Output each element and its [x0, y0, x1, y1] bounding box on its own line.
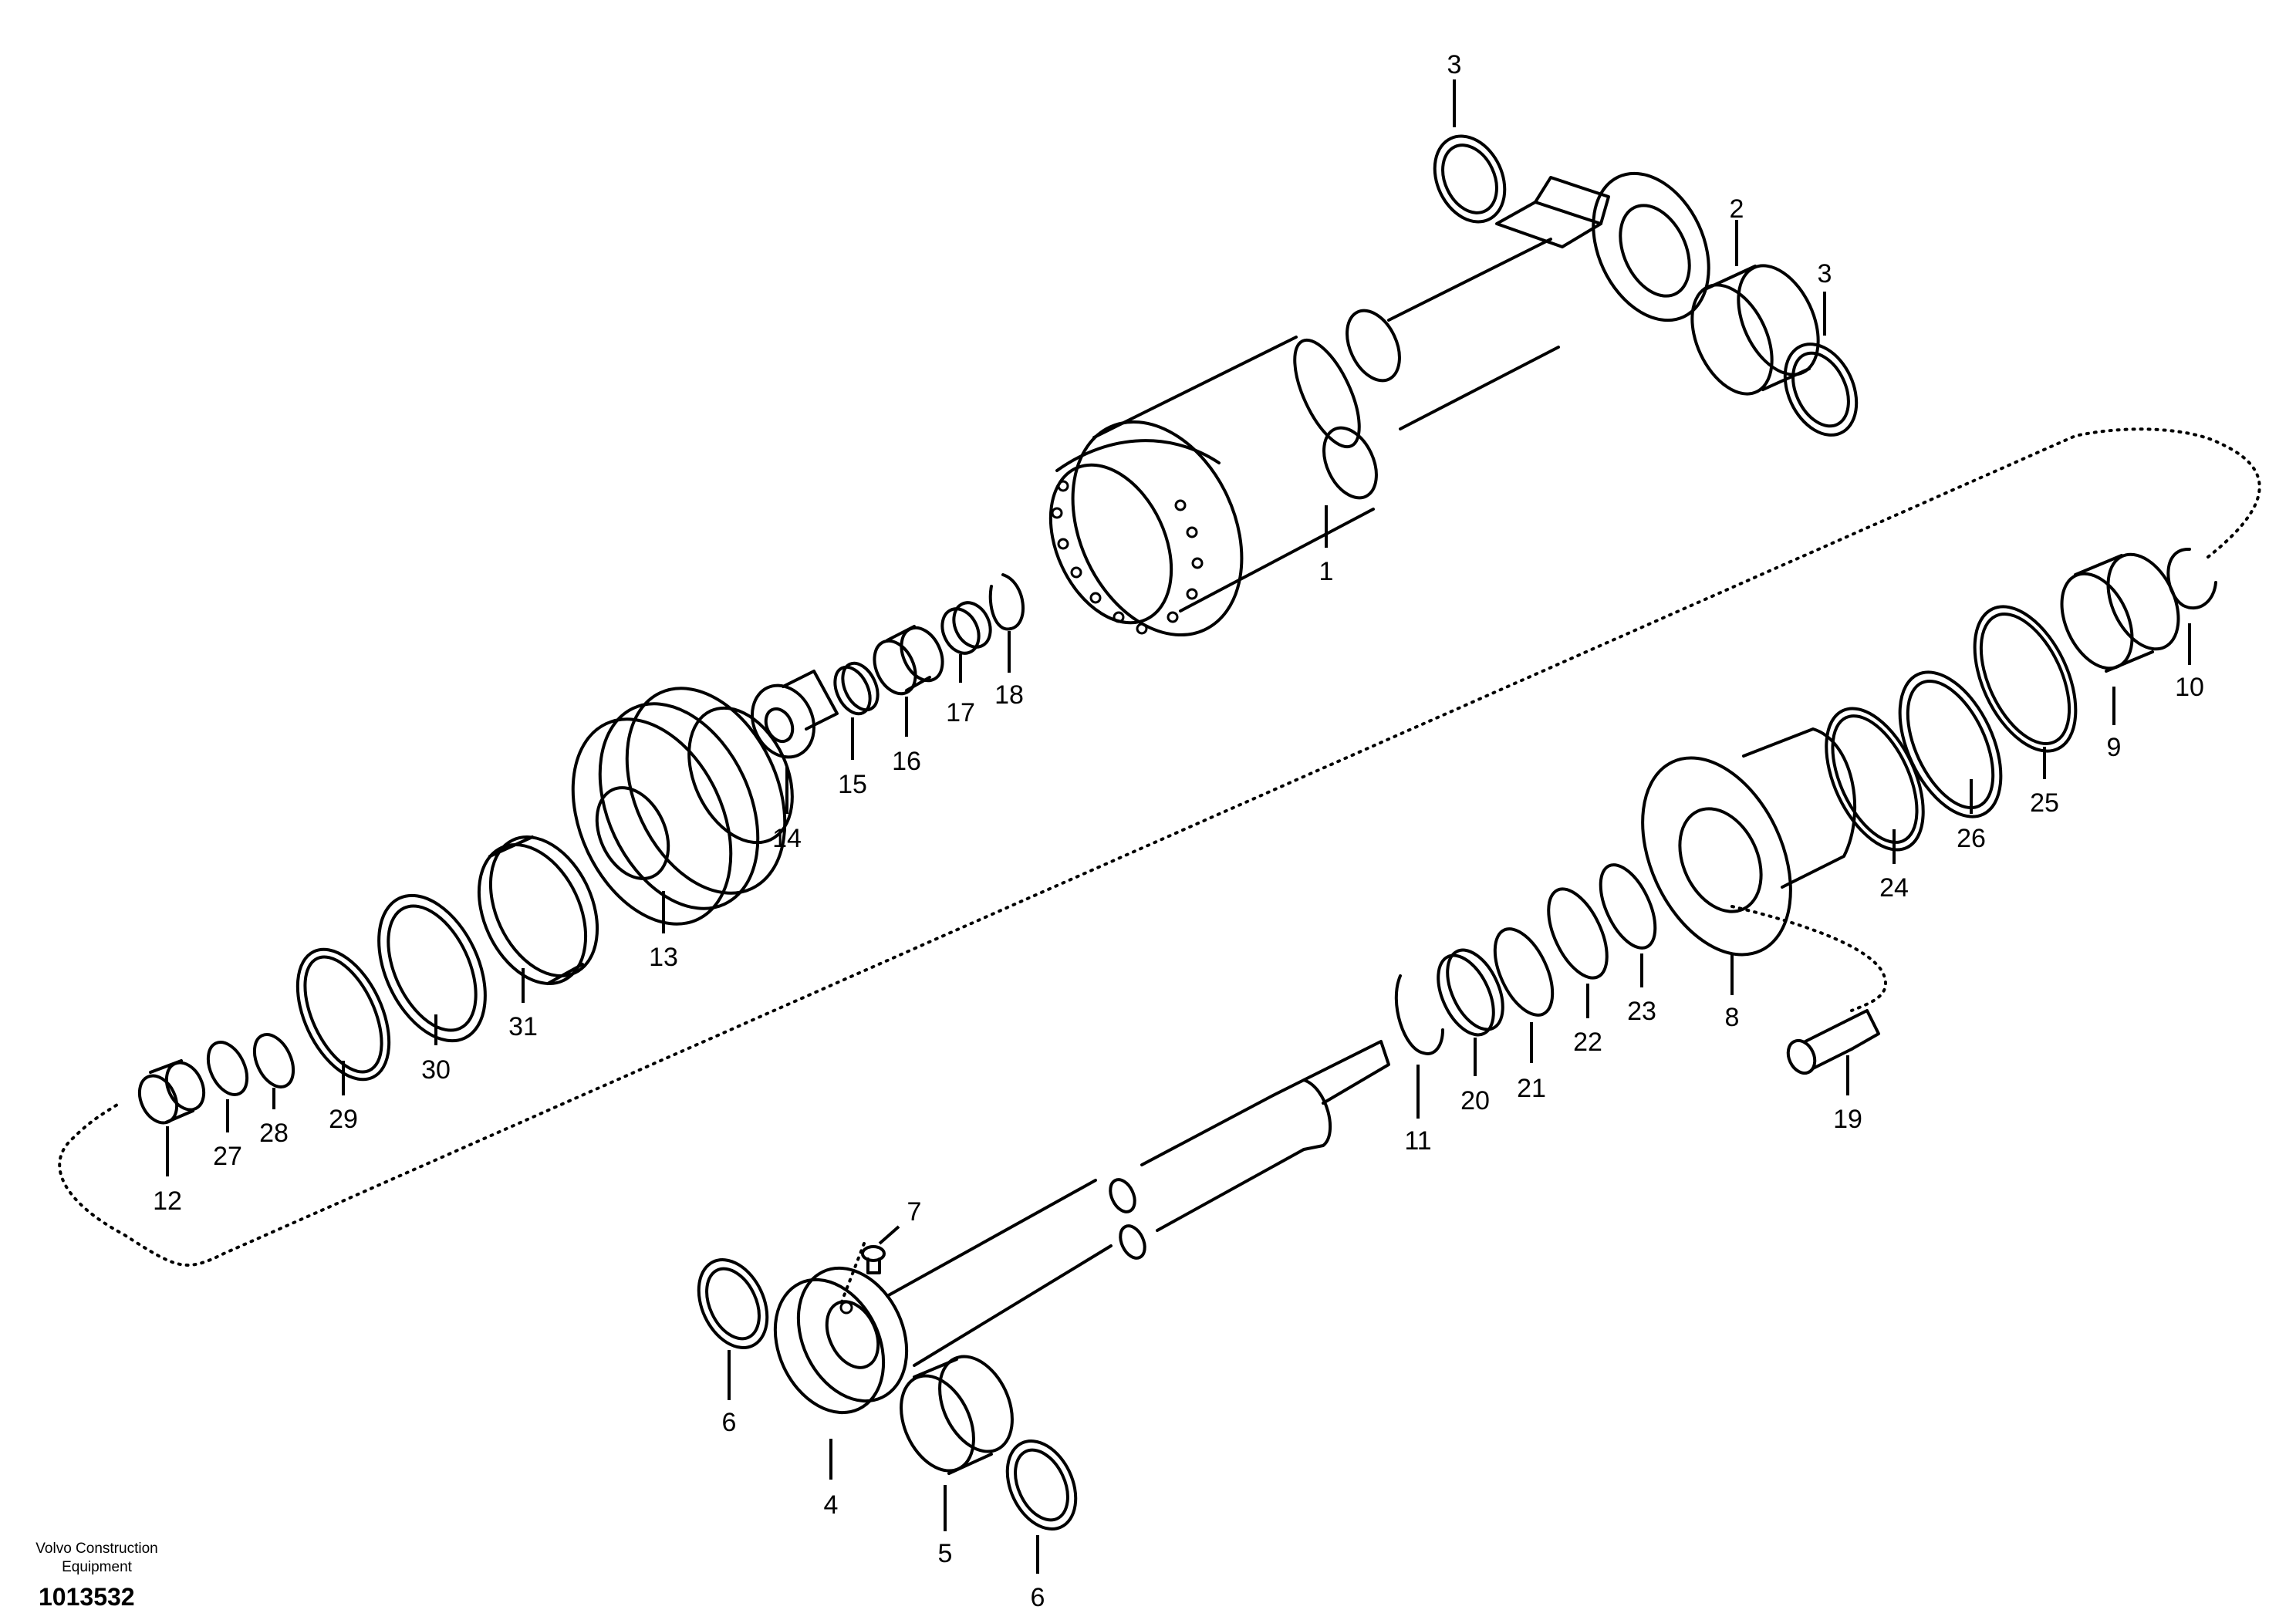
label-part-2: 2: [1730, 194, 1744, 224]
seal-25: [1973, 605, 2078, 753]
leader-lines: [166, 79, 2191, 1574]
hex-bolt: [1786, 1009, 1880, 1075]
company-name-line-2: Equipment: [62, 1559, 132, 1575]
label-part-16: 16: [892, 747, 921, 776]
ring-20: [1437, 948, 1504, 1037]
label-part-20: 20: [1460, 1086, 1490, 1115]
label-part-8: 8: [1725, 1003, 1740, 1032]
label-part-17: 17: [946, 698, 975, 727]
label-part-11: 11: [1404, 1126, 1431, 1156]
seal-ring-top-a: [1433, 134, 1507, 224]
cylinder-tube: [1048, 171, 1710, 637]
bushing-9: [2060, 552, 2180, 673]
bushing-top: [1690, 264, 1820, 396]
label-part-27: 27: [213, 1142, 242, 1171]
label-part-13: 13: [649, 943, 678, 972]
ring-21: [1493, 927, 1555, 1017]
label-part-24: 24: [1879, 873, 1909, 903]
label-part-19: 19: [1833, 1105, 1862, 1134]
seal-ring-6a: [697, 1258, 769, 1349]
bushing-12: [137, 1059, 206, 1125]
label-part-6a: 6: [722, 1408, 737, 1437]
snap-ring-10: [2166, 547, 2217, 610]
ring-23: [1599, 863, 1657, 950]
label-part-31: 31: [508, 1012, 538, 1041]
grease-nipple: [861, 1245, 886, 1274]
ring-22: [1547, 887, 1609, 980]
label-part-14: 14: [772, 824, 802, 853]
label-part-10: 10: [2175, 673, 2204, 702]
label-part-3a: 3: [1447, 50, 1462, 79]
label-part-4: 4: [824, 1490, 839, 1520]
grease-nipple-guide-line: [839, 1242, 866, 1305]
label-part-5: 5: [938, 1539, 953, 1568]
company-name-line-1: Volvo Construction: [35, 1541, 158, 1557]
label-part-18: 18: [994, 680, 1024, 710]
label-part-21: 21: [1517, 1074, 1546, 1103]
ring-27: [206, 1041, 249, 1096]
label-part-25: 25: [2030, 788, 2059, 818]
label-part-30: 30: [421, 1055, 451, 1085]
piston-ring-31: [477, 835, 599, 985]
drawing-number: 1013532: [39, 1583, 135, 1611]
seal-29: [295, 947, 391, 1082]
rod-cover-8: [1641, 727, 1857, 957]
piston-rod: [773, 1040, 1390, 1415]
label-part-22: 22: [1573, 1028, 1602, 1057]
label-part-23: 23: [1627, 997, 1656, 1026]
snap-ring-18: [988, 573, 1025, 631]
label-part-28: 28: [259, 1119, 289, 1148]
assembly-guide-loop: [58, 427, 2261, 1267]
label-part-15: 15: [838, 770, 867, 799]
bushing-16: [873, 625, 944, 696]
piston: [571, 687, 794, 926]
label-part-1: 1: [1319, 557, 1334, 586]
seal-24: [1825, 707, 1925, 852]
bolt-guide-line: [1730, 905, 1887, 1012]
seal-30: [377, 893, 487, 1043]
ring-28: [252, 1033, 295, 1088]
label-part-7: 7: [907, 1197, 922, 1227]
label-part-3b: 3: [1818, 259, 1832, 289]
piston-nut: [751, 670, 839, 759]
bushing-5: [900, 1355, 1014, 1475]
seal-ring-6b: [1005, 1439, 1078, 1531]
label-part-29: 29: [329, 1105, 358, 1134]
ring-17: [940, 601, 992, 655]
company-name: Volvo Construction Equipment: [14, 1540, 180, 1577]
seal-ring-top-b: [1783, 343, 1859, 437]
label-part-6b: 6: [1031, 1583, 1045, 1612]
label-part-26: 26: [1957, 824, 1986, 853]
label-part-12: 12: [153, 1186, 182, 1216]
snap-ring-11: [1394, 974, 1444, 1055]
collar-15: [833, 661, 880, 716]
label-part-9: 9: [2107, 733, 2122, 762]
